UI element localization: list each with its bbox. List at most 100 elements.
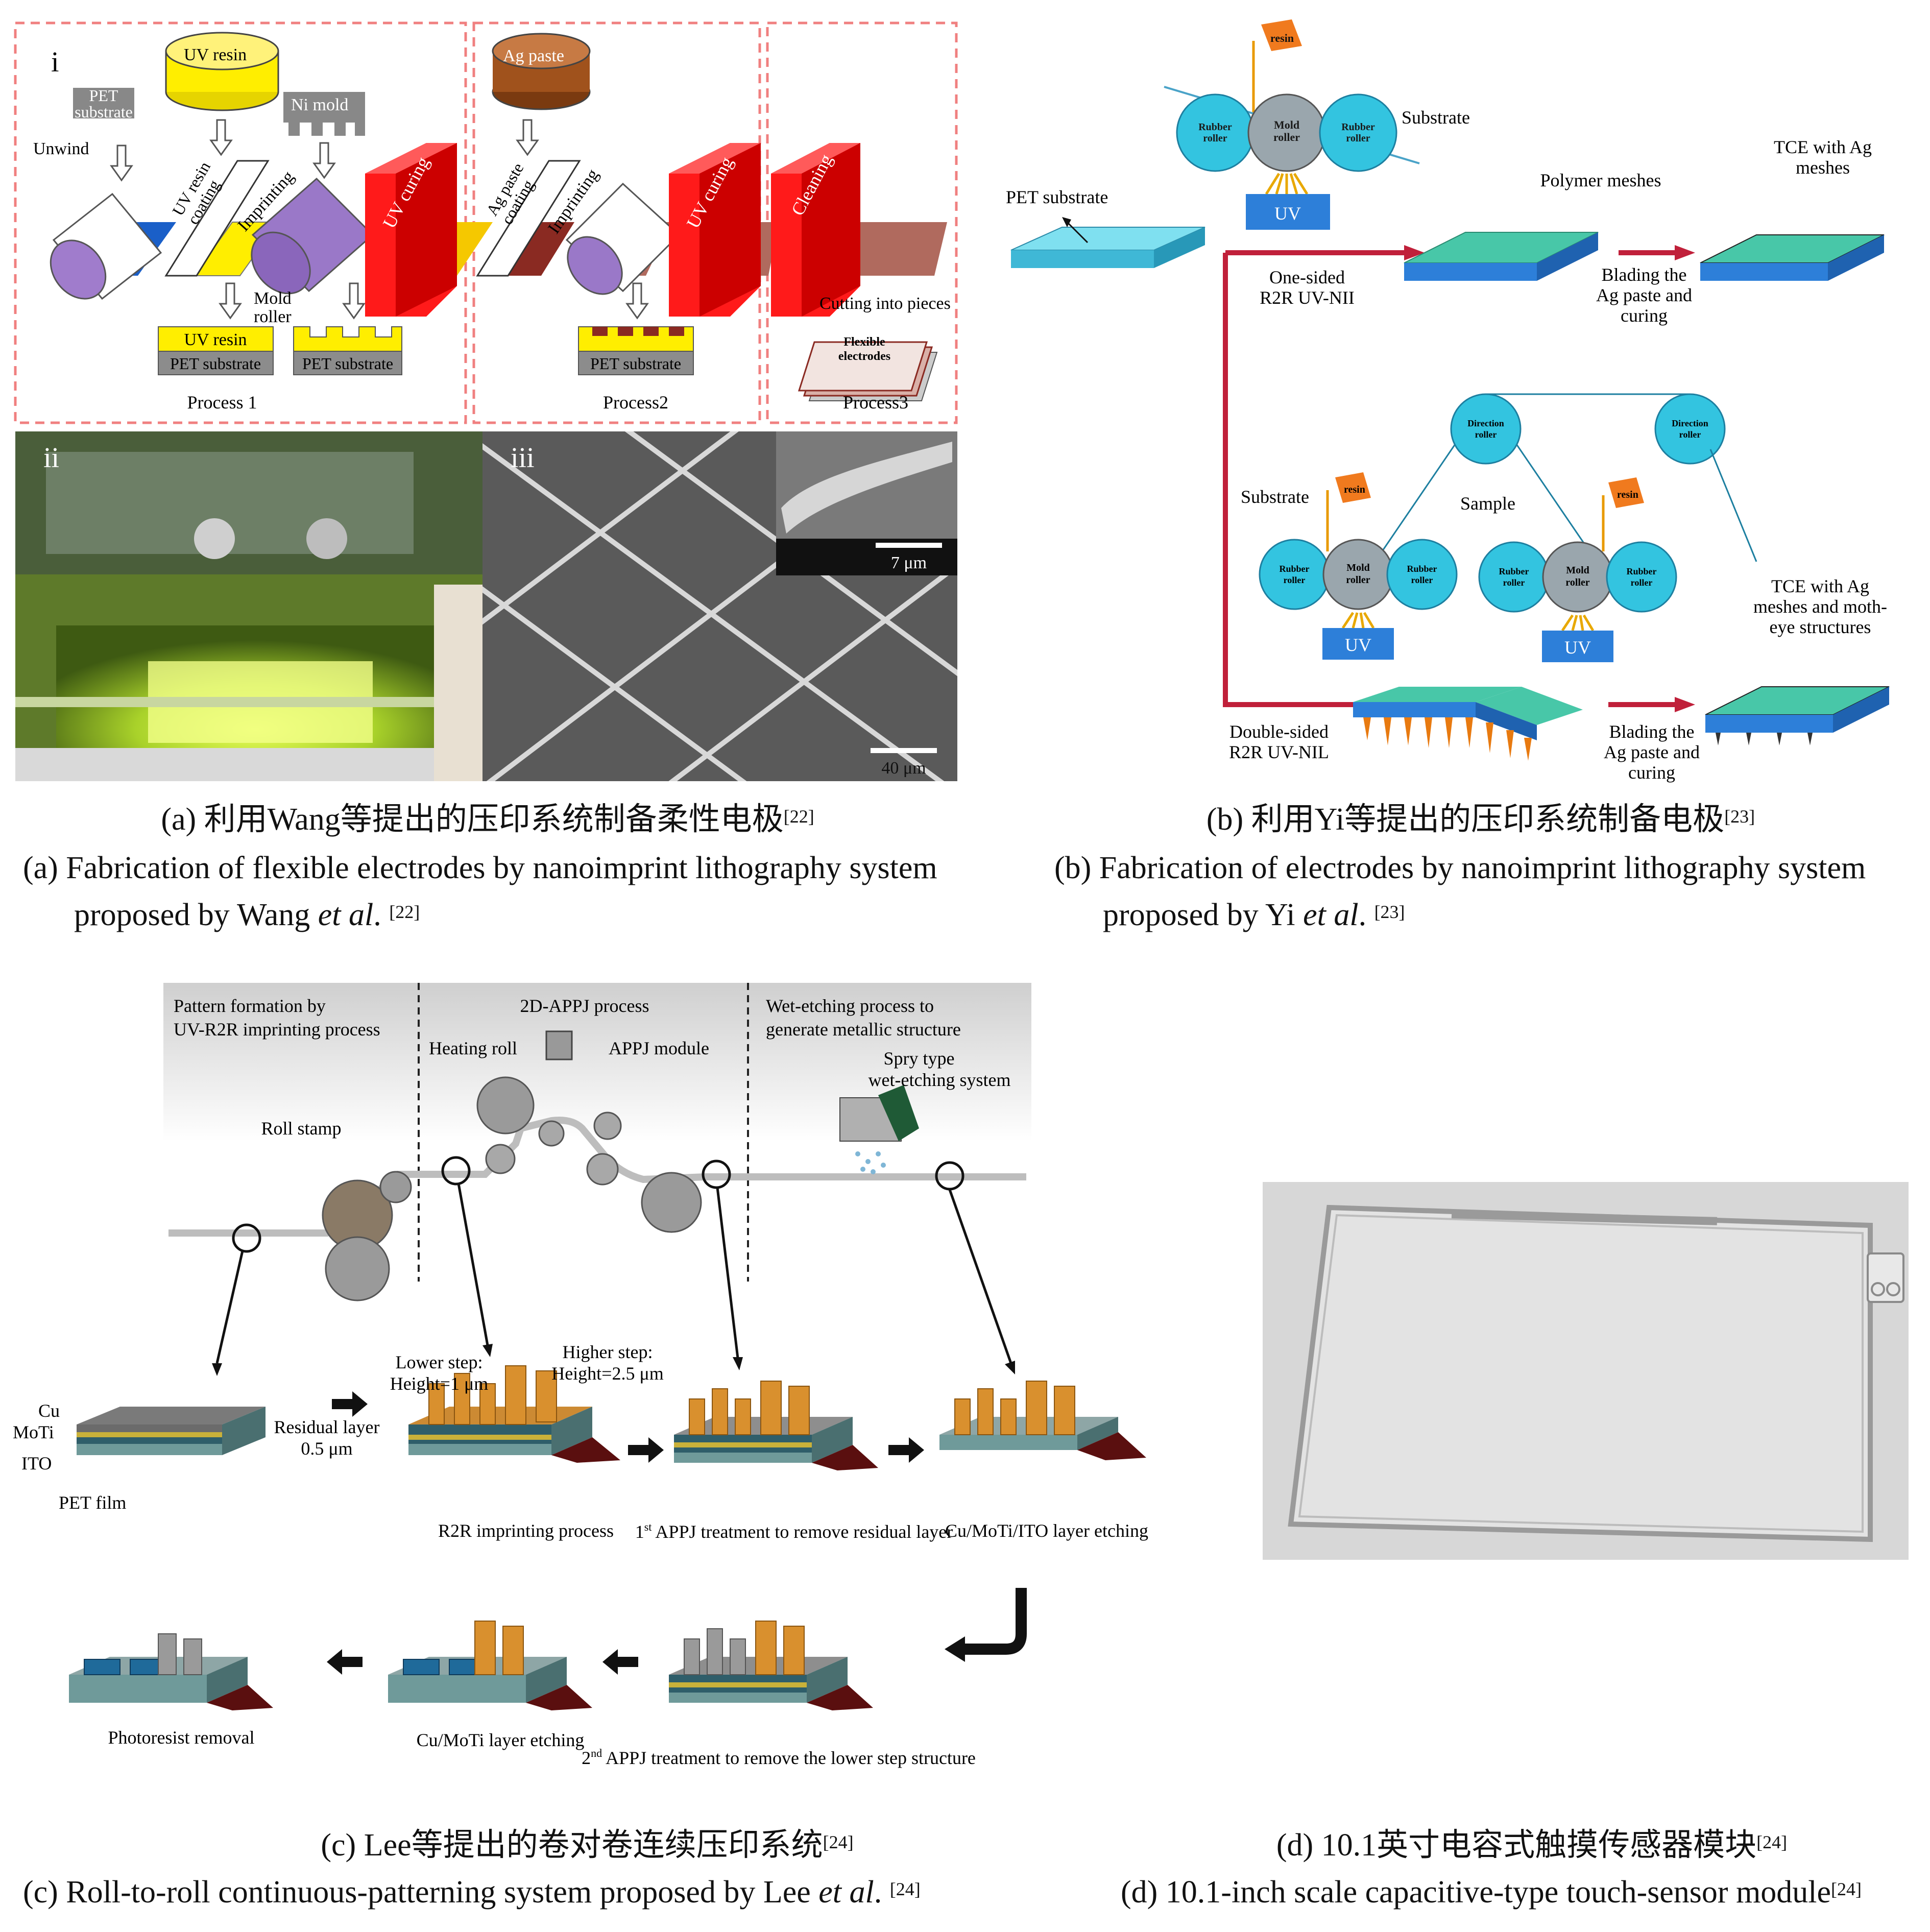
label-step4: 2nd​ APPJ treatment to remove the lower … bbox=[582, 1747, 976, 1768]
big-arrow-2 bbox=[628, 1437, 664, 1463]
caption-a-cn-ref: [22] bbox=[783, 806, 814, 827]
caption-c-en-ref: [24] bbox=[889, 1879, 921, 1899]
label-polymer-meshes: Polymer meshes bbox=[1540, 170, 1661, 190]
label-step2-sup: st bbox=[644, 1520, 652, 1533]
caption-b-en-1-text: (b) Fabrication of electrodes by nanoimp… bbox=[1054, 851, 1866, 885]
stack-appj-2 bbox=[669, 1621, 873, 1710]
label-ito: ITO bbox=[21, 1453, 52, 1474]
label-pet-film: PET film bbox=[59, 1492, 126, 1513]
tce-slab-1 bbox=[1700, 234, 1885, 281]
uv-curing-block-1 bbox=[365, 143, 457, 317]
caption-a-en-1: (a) Fabrication of flexible electrodes b… bbox=[23, 848, 937, 888]
caption-b-en-2a: proposed by Yi bbox=[1103, 898, 1304, 932]
pet-substrate-block bbox=[73, 88, 134, 118]
label-appj-module: APPJ module bbox=[609, 1038, 709, 1058]
tce-slab-2 bbox=[1705, 686, 1890, 745]
panel-d-photo bbox=[1263, 1182, 1909, 1560]
label-moti: MoTi bbox=[13, 1422, 54, 1442]
stack-appj-1 bbox=[674, 1381, 878, 1470]
label-scale-main: 40 μm bbox=[881, 759, 926, 778]
caption-a-cn: (a) 利用Wang等提出的压印系统制备柔性电极[22] bbox=[117, 799, 858, 840]
caption-a-en-ref: [22] bbox=[389, 902, 420, 922]
label-process2: Process2 bbox=[603, 392, 668, 413]
uv-curing-block-2 bbox=[669, 143, 761, 317]
label-resin-mid-1: resin bbox=[1344, 484, 1365, 495]
caption-a-en-1-text: (a) Fabrication of flexible electrodes b… bbox=[23, 851, 937, 885]
label-substrate-top: Substrate bbox=[1402, 107, 1470, 128]
uv-lamp-top bbox=[1246, 194, 1330, 230]
caption-c-cn: (c) Lee等提出的卷对卷连续压印系统[24] bbox=[128, 1825, 1047, 1866]
caption-d-cn-text: (d) 10.1英寸电容式触摸传感器模块 bbox=[1276, 1828, 1757, 1863]
big-arrow-3 bbox=[888, 1437, 924, 1463]
ni-mold-block bbox=[283, 92, 365, 136]
stack-cu-moti-etched bbox=[388, 1621, 592, 1710]
label-layer-pet-2: PET substrate bbox=[302, 354, 393, 373]
uv-lamp-mid-1 bbox=[1322, 628, 1394, 660]
label-lower-step: Lower step:Height=1 μm bbox=[390, 1352, 489, 1394]
label-uv-resin-top: UV resin bbox=[184, 45, 247, 64]
label-step6: Photoresist removal bbox=[108, 1727, 255, 1748]
caption-b-en-2c: . bbox=[1358, 898, 1374, 932]
caption-b-en-ref: [23] bbox=[1374, 902, 1405, 922]
direction-roller-left bbox=[1450, 393, 1522, 465]
resin-source-top bbox=[1252, 19, 1302, 112]
web-brownish-3 bbox=[835, 222, 947, 276]
label-process1: Process 1 bbox=[187, 392, 257, 413]
label-ni-mold: Ni mold bbox=[291, 95, 348, 114]
photo-r2r-machine: ii bbox=[15, 431, 482, 781]
label-uv-top: UV bbox=[1274, 203, 1301, 224]
label-resin-top: resin bbox=[1270, 32, 1294, 44]
caption-b-en-1: (b) Fabrication of electrodes by nanoimp… bbox=[1054, 848, 1866, 888]
label-uv-mid-2: UV bbox=[1564, 637, 1591, 658]
label-roll-stamp: Roll stamp bbox=[261, 1118, 341, 1139]
label-unwind: Unwind bbox=[33, 139, 89, 158]
label-step4-sup: nd bbox=[591, 1747, 602, 1759]
caption-c-cn-text: (c) Lee等提出的卷对卷连续压印系统 bbox=[321, 1828, 823, 1863]
label-appj-process: 2D-APPJ process bbox=[520, 996, 649, 1016]
label-roman-i: i bbox=[51, 46, 59, 78]
unwind-roller bbox=[50, 192, 162, 300]
big-arrow-5 bbox=[327, 1649, 363, 1675]
label-scale-inset: 7 μm bbox=[891, 553, 927, 572]
label-layer-pet-3: PET substrate bbox=[590, 354, 681, 373]
label-step4-rest: APPJ treatment to remove the lower step … bbox=[602, 1748, 976, 1768]
stack-final bbox=[69, 1633, 273, 1710]
label-pet-substrate: PET substrate bbox=[1006, 187, 1108, 207]
down-arrows bbox=[110, 119, 649, 320]
stack-imprinted-c bbox=[408, 1365, 620, 1463]
stack-etched-1 bbox=[939, 1381, 1146, 1460]
caption-b-en-2: proposed by Yi et al. [23] bbox=[1103, 895, 1405, 935]
rubber-roller-right-mid bbox=[1386, 539, 1458, 610]
stack-imprinted bbox=[293, 326, 402, 375]
label-step5: Cu/MoTi layer etching bbox=[417, 1730, 585, 1750]
caption-c-cn-ref: [24] bbox=[823, 1832, 854, 1852]
uv-lamp-mid-2 bbox=[1542, 631, 1613, 662]
label-layer-uv-resin: UV resin bbox=[184, 330, 247, 349]
rubber-roller-right-mid2 bbox=[1606, 541, 1677, 613]
label-step4-num: 2 bbox=[582, 1748, 591, 1768]
double-sided-slab bbox=[1353, 687, 1583, 761]
sem-image: iii 7 μm 40 μm bbox=[482, 431, 957, 781]
roll-stamp-back bbox=[325, 1236, 390, 1301]
label-process3: Process3 bbox=[843, 392, 908, 413]
label-heating-roll: Heating roll bbox=[429, 1038, 517, 1058]
